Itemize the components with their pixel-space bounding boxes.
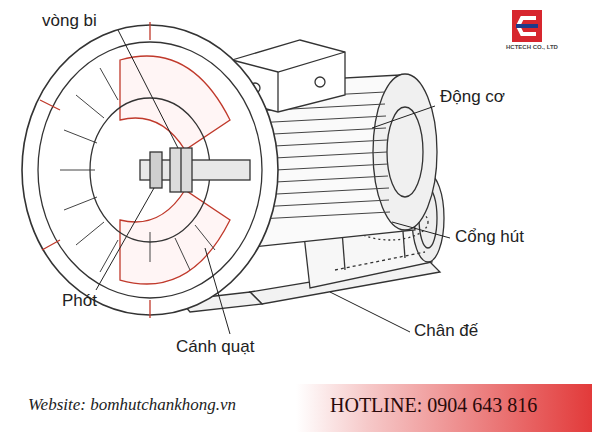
part-label: Cánh quạt	[176, 338, 254, 357]
part-label: vòng bi	[42, 12, 97, 31]
part-label: Cổng hút	[455, 228, 524, 247]
company-logo	[512, 10, 542, 42]
leader-lines	[96, 30, 450, 334]
part-label: Chân đế	[414, 322, 478, 341]
company-name: HCTECH CO., LTD	[506, 44, 558, 51]
hotline-text: HOTLINE: 0904 643 816	[330, 394, 537, 416]
part-label: Phót	[62, 292, 97, 311]
footer-band	[0, 384, 592, 432]
blower-drawing	[22, 22, 444, 318]
website-text: Website: bomhutchankhong.vn	[28, 396, 236, 415]
part-label: Động cơ	[440, 88, 505, 107]
